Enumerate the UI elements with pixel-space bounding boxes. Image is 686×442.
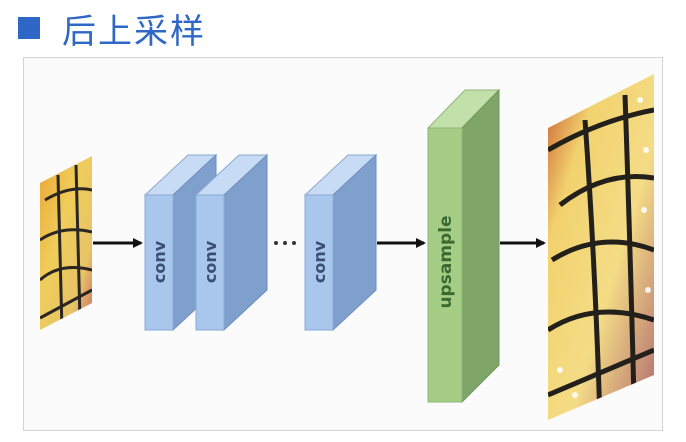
upsample-block: upsample: [426, 88, 501, 404]
conv-label-2: conv: [201, 240, 220, 283]
slide-title: 后上采样: [62, 11, 206, 52]
conv-block-3: conv: [303, 153, 378, 332]
ellipsis-dots: [274, 241, 296, 245]
conv-label-1: conv: [150, 240, 169, 283]
input-image-small: [40, 156, 92, 330]
output-image-large: [548, 74, 654, 420]
conv-block-2: conv: [194, 153, 269, 332]
title-bullet-square: [18, 17, 40, 39]
conv-label-3: conv: [310, 240, 329, 283]
title-bar: 后上采样: [18, 6, 206, 52]
upsample-label: upsample: [436, 215, 456, 308]
